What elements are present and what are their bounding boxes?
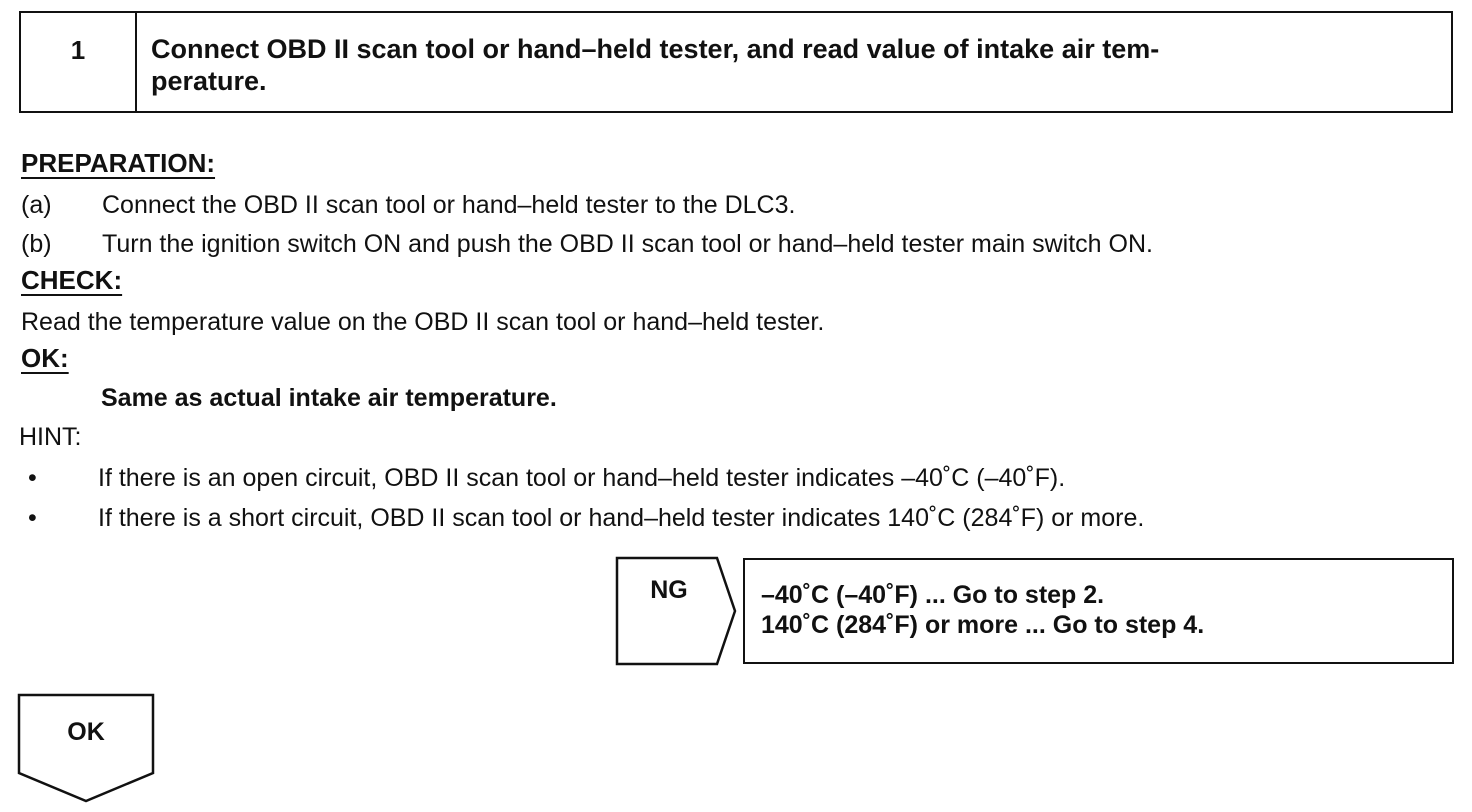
preparation-item-text: Connect the OBD II scan tool or hand–hel… (102, 191, 796, 219)
preparation-item-marker: (b) (21, 230, 52, 258)
preparation-item-text: Turn the ignition switch ON and push the… (102, 230, 1153, 258)
preparation-item-a: (a) Connect the OBD II scan tool or hand… (21, 190, 795, 220)
step-title-line-1: Connect OBD II scan tool or hand–held te… (151, 34, 1160, 64)
ng-arrow-icon (615, 556, 739, 666)
ng-result-line-1: –40˚C (–40˚F) ... Go to step 2. (761, 581, 1105, 609)
preparation-item-marker: (a) (21, 191, 52, 219)
ng-label: NG (650, 576, 688, 604)
bullet-icon: • (28, 504, 37, 532)
step-title: Connect OBD II scan tool or hand–held te… (151, 33, 1411, 97)
ok-arrow-icon (17, 693, 157, 805)
ok-heading: OK: (21, 343, 69, 373)
preparation-item-b: (b) Turn the ignition switch ON and push… (21, 229, 1153, 259)
ng-result-box: –40˚C (–40˚F) ... Go to step 2. 140˚C (2… (743, 558, 1454, 664)
preparation-heading: PREPARATION: (21, 148, 216, 178)
step-number: 1 (21, 13, 137, 111)
check-heading: CHECK: (21, 265, 123, 295)
hint-item-text: If there is an open circuit, OBD II scan… (98, 464, 1066, 492)
check-text: Read the temperature value on the OBD II… (21, 308, 825, 336)
hint-item-text: If there is a short circuit, OBD II scan… (98, 504, 1145, 532)
ok-label: OK (67, 718, 105, 746)
hint-item-2: • If there is a short circuit, OBD II sc… (28, 503, 1144, 533)
hint-heading: HINT: (19, 423, 82, 451)
step-header-box: 1 Connect OBD II scan tool or hand–held … (19, 11, 1453, 113)
ng-result-line-2: 140˚C (284˚F) or more ... Go to step 4. (761, 611, 1205, 639)
step-title-line-2: perature. (151, 66, 267, 96)
bullet-icon: • (28, 464, 37, 492)
ok-spec-text: Same as actual intake air temperature. (101, 384, 557, 412)
hint-item-1: • If there is an open circuit, OBD II sc… (28, 463, 1065, 493)
